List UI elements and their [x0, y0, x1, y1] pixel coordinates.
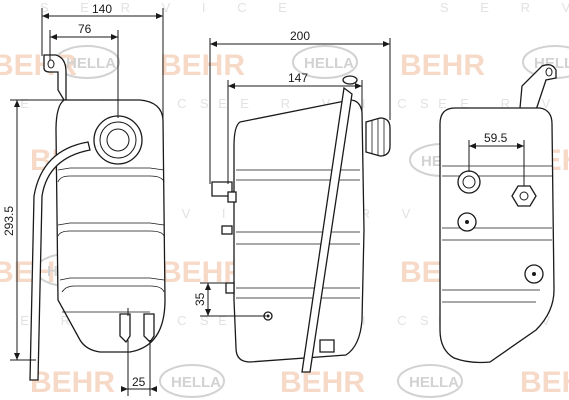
watermark-behr: BEHR	[30, 366, 115, 399]
tank-front-view: 140 76 293.5 25	[2, 2, 166, 396]
connector-collar	[227, 191, 237, 203]
arrowhead	[517, 143, 524, 149]
arrowhead	[156, 13, 163, 19]
watermark-hella-logo: HELLA	[159, 364, 225, 398]
arrowhead	[469, 143, 476, 149]
chamber-line	[57, 167, 165, 171]
arrowhead	[210, 41, 217, 47]
level-sensor-center	[519, 191, 529, 201]
sensor-port	[457, 170, 481, 194]
svg-text:HELLA: HELLA	[171, 374, 221, 391]
overflow-hose	[29, 141, 91, 381]
watermark-behr: BEHR	[520, 366, 569, 399]
mount-hole-center	[266, 314, 270, 318]
tank-side-view: 200 147 35	[193, 29, 391, 373]
small-port	[221, 225, 233, 235]
bracket-hole	[47, 59, 55, 69]
dim-label-76: 76	[78, 22, 92, 36]
side-bracket	[301, 86, 353, 373]
tank-rear-view: 59.5	[439, 64, 557, 364]
arrowhead	[150, 386, 157, 392]
dim-label-200: 200	[290, 29, 310, 43]
dim-label-147: 147	[288, 71, 308, 85]
chamber-line	[57, 230, 165, 237]
dim-label-293-5: 293.5	[2, 206, 16, 236]
svg-text:HELLA: HELLA	[66, 55, 116, 72]
arrowhead	[205, 309, 211, 316]
mount-boss-center	[532, 272, 536, 276]
dim-label-25: 25	[132, 375, 146, 389]
watermark-service: S E R V I C E	[200, 96, 461, 111]
dim-label-59-5: 59.5	[484, 131, 508, 145]
outlet-pipe	[119, 313, 131, 344]
sensor-port-inner	[462, 175, 476, 189]
arrowhead	[50, 34, 57, 40]
arrowhead	[111, 34, 118, 40]
filler-cap-ring	[99, 121, 137, 159]
dim-label-35: 35	[193, 292, 207, 306]
chamber-line	[59, 277, 165, 281]
small-port	[225, 282, 235, 294]
chamber-line	[61, 285, 165, 293]
level-sensor	[511, 185, 537, 207]
arrowhead	[383, 41, 390, 47]
mount-boss-center	[465, 220, 469, 224]
mounting-bracket	[519, 64, 557, 111]
watermark-service: S E R V I C E	[440, 0, 569, 15]
arrowhead	[228, 83, 235, 89]
bottom-outlet	[319, 339, 335, 353]
dim-label-140: 140	[92, 2, 112, 16]
arrowhead	[205, 283, 211, 290]
svg-text:HELLA: HELLA	[409, 374, 459, 391]
watermark-hella-logo: HELLA	[292, 45, 358, 79]
watermark-hella-logo: HELLA	[397, 364, 463, 398]
watermark-service: S E R V I C E	[40, 0, 301, 15]
filler-cap-inner	[106, 128, 130, 152]
filler-cap	[93, 115, 143, 165]
arrowhead	[121, 386, 128, 392]
arrowhead	[14, 100, 20, 107]
watermark-behr: BEHR	[160, 49, 245, 82]
arrowhead	[355, 83, 362, 89]
svg-text:HELLA: HELLA	[304, 55, 354, 72]
bracket-hole	[545, 67, 553, 77]
arrowhead	[14, 353, 20, 360]
chamber-line	[57, 222, 165, 226]
mounting-bracket	[43, 54, 67, 101]
outlet-pipe	[143, 313, 155, 344]
watermark-behr: BEHR	[400, 49, 485, 82]
arrowhead	[42, 13, 49, 19]
chamber-line	[57, 175, 165, 183]
tank-body	[55, 99, 166, 353]
watermark-behr: BEHR	[280, 366, 365, 399]
bracket-top	[342, 75, 358, 85]
tank-body	[233, 99, 365, 363]
